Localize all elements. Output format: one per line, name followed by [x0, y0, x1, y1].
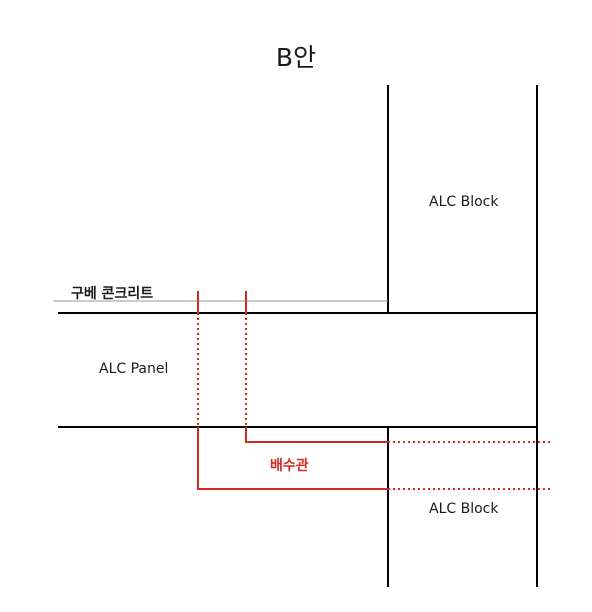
drain-pipes: [197, 291, 550, 490]
diagram-title: B안: [275, 43, 317, 72]
alc-block-top-label: ALC Block: [429, 194, 499, 210]
alc-block-bottom-label: ALC Block: [429, 501, 499, 517]
structure-lines: [58, 85, 538, 587]
old-concrete-label: 구베 콘크리트: [71, 286, 154, 302]
pipe-2-solid: [245, 427, 388, 443]
pipe-1-solid: [197, 427, 388, 490]
drain-pipe-label: 배수관: [270, 458, 309, 474]
alc-panel-label: ALC Panel: [99, 361, 169, 377]
